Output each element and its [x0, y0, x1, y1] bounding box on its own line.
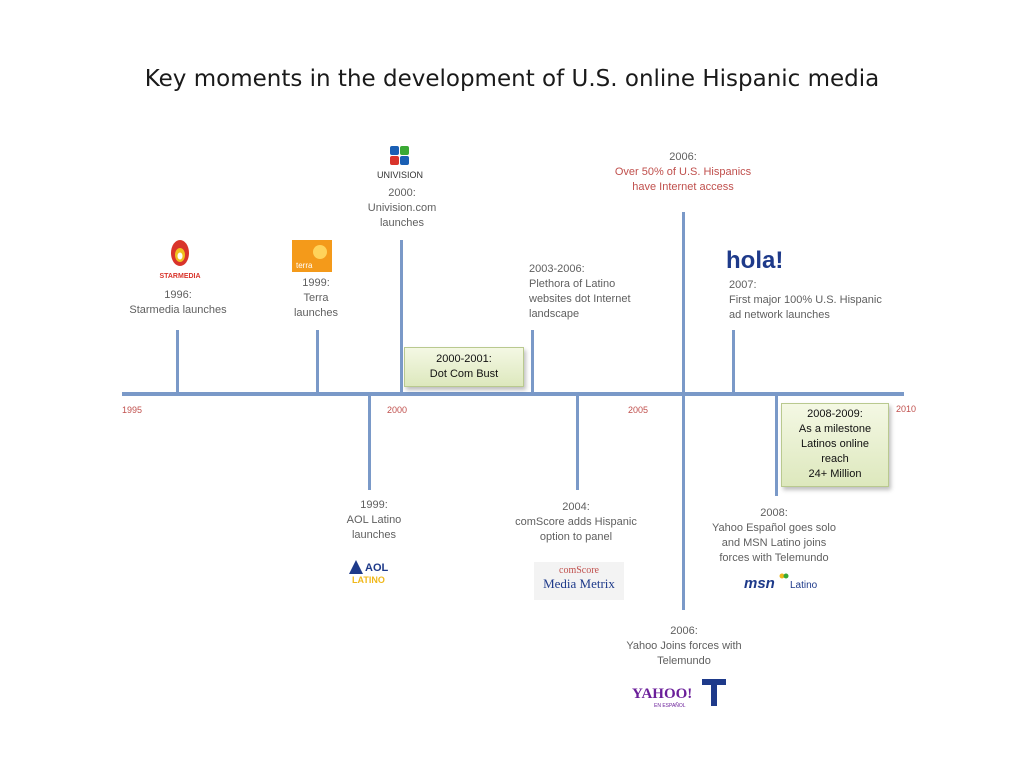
- svg-text:Latino: Latino: [790, 580, 818, 591]
- tick-2006-long: [682, 212, 685, 610]
- msn-line3: forces with Telemundo: [719, 552, 829, 564]
- msn-line2: and MSN Latino joins: [721, 537, 827, 549]
- milestone-line5: 24+ Million: [808, 468, 862, 480]
- comscore-logo-top: comScore: [559, 565, 599, 576]
- aol-line2: launches: [351, 529, 397, 541]
- internet-access-line2: Over 50% of U.S. Hispanics: [614, 166, 752, 178]
- terra-line2: launches: [293, 307, 339, 319]
- terra-line1: Terra: [303, 292, 329, 304]
- internet-access-line3: have Internet access: [632, 181, 734, 193]
- year-label-2005: 2005: [628, 405, 649, 415]
- univision-year: 2000:: [388, 187, 416, 199]
- starmedia-logo: STARMEDIA: [150, 236, 210, 282]
- tick-comscore: [576, 396, 579, 490]
- plethora-line4: landscape: [529, 308, 580, 320]
- comscore-label: 2004: comScore adds Hispanic option to p…: [506, 500, 646, 545]
- internet-access-label: 2006: Over 50% of U.S. Hispanics have In…: [600, 150, 766, 195]
- yahoo-icon: YAHOO! EN ESPAÑOL: [632, 686, 692, 709]
- univision-line2: launches: [379, 217, 425, 229]
- terra-icon: terra: [296, 245, 327, 270]
- year-label-1995: 1995: [122, 405, 143, 415]
- yahoo-line2: Telemundo: [657, 655, 711, 667]
- comscore-logo-bottom: Media Metrix: [543, 576, 615, 591]
- univision-label: 2000: Univision.com launches: [352, 186, 452, 231]
- comscore-year: 2004:: [562, 501, 590, 513]
- univision-logo: UNIVISION: [376, 144, 428, 182]
- yahoo-line1: Yahoo Joins forces with: [626, 640, 742, 652]
- starmedia-text: Starmedia launches: [129, 304, 227, 316]
- svg-text:UNIVISION: UNIVISION: [377, 170, 423, 180]
- dotcom-bust-text: Dot Com Bust: [429, 368, 499, 380]
- terra-year: 1999:: [302, 277, 330, 289]
- starmedia-label: 1996: Starmedia launches: [118, 288, 238, 318]
- msn-line1: Yahoo Español goes solo: [712, 522, 836, 534]
- comscore-line2: option to panel: [539, 531, 613, 543]
- starmedia-icon: STARMEDIA: [159, 240, 201, 280]
- aol-line1: AOL Latino: [346, 514, 402, 526]
- milestone-line3: Latinos online: [801, 438, 869, 450]
- plethora-line1: 2003-2006:: [529, 263, 585, 275]
- plethora-line3: websites dot Internet: [529, 293, 631, 305]
- svg-text:EN ESPAÑOL: EN ESPAÑOL: [654, 702, 686, 709]
- milestone-line4: reach: [821, 453, 849, 465]
- timeline-axis: [122, 392, 904, 396]
- milestone-years: 2008-2009:: [807, 408, 863, 420]
- milestone-line2: As a milestone: [798, 423, 872, 435]
- svg-text:AOL: AOL: [365, 562, 389, 574]
- msn-latino-logo: msn Latino: [742, 570, 826, 594]
- tick-starmedia: [176, 330, 179, 392]
- univision-line1: Univision.com: [367, 202, 437, 214]
- year-label-2000: 2000: [387, 405, 408, 415]
- terra-label: 1999: Terra launches: [276, 276, 356, 321]
- tick-aol: [368, 396, 371, 490]
- tick-msn: [775, 396, 778, 496]
- aol-latino-logo: AOL LATINO: [346, 556, 402, 586]
- aol-triangle-icon: AOL LATINO: [349, 560, 389, 585]
- hola-line3: ad network launches: [729, 309, 830, 321]
- dotcom-bust-box: 2000-2001: Dot Com Bust: [404, 347, 524, 387]
- hola-line2: First major 100% U.S. Hispanic: [729, 294, 882, 306]
- hola-icon: hola!: [726, 247, 783, 274]
- svg-text:STARMEDIA: STARMEDIA: [159, 273, 200, 280]
- aol-label: 1999: AOL Latino launches: [326, 498, 422, 543]
- hola-logo: hola!: [726, 240, 786, 276]
- terra-logo: terra: [292, 240, 332, 272]
- hola-label: 2007: First major 100% U.S. Hispanic ad …: [729, 278, 909, 323]
- svg-text:msn: msn: [744, 575, 775, 592]
- tick-terra: [316, 330, 319, 392]
- plethora-line2: Plethora of Latino: [529, 278, 616, 290]
- yahoo-logo: YAHOO! EN ESPAÑOL: [632, 678, 696, 710]
- yahoo-label: 2006: Yahoo Joins forces with Telemundo: [616, 624, 752, 669]
- comscore-line1: comScore adds Hispanic: [515, 516, 637, 528]
- tick-univision: [400, 240, 403, 392]
- year-label-2010: 2010: [896, 404, 917, 414]
- yahoo-year: 2006:: [670, 625, 698, 637]
- plethora-label: 2003-2006: Plethora of Latino websites d…: [529, 262, 659, 322]
- svg-text:YAHOO!: YAHOO!: [632, 686, 692, 702]
- dotcom-bust-years: 2000-2001:: [436, 353, 492, 365]
- svg-text:hola!: hola!: [726, 247, 783, 274]
- univision-icon: UNIVISION: [377, 146, 423, 180]
- comscore-logo: comScore Media Metrix: [534, 562, 624, 600]
- hola-year: 2007:: [729, 279, 757, 291]
- svg-text:terra: terra: [296, 261, 313, 270]
- tick-plethora: [531, 330, 534, 392]
- svg-text:LATINO: LATINO: [352, 575, 385, 585]
- tick-hola: [732, 330, 735, 392]
- page-title: Key moments in the development of U.S. o…: [144, 66, 880, 92]
- milestone-box: 2008-2009: As a milestone Latinos online…: [781, 403, 889, 487]
- msn-butterfly-icon: msn Latino: [744, 573, 818, 592]
- internet-access-year: 2006:: [669, 151, 697, 163]
- telemundo-logo: [700, 676, 728, 710]
- msn-label: 2008: Yahoo Español goes solo and MSN La…: [706, 506, 842, 566]
- msn-year: 2008:: [760, 507, 788, 519]
- starmedia-year: 1996:: [164, 289, 192, 301]
- telemundo-t-icon: [702, 679, 726, 706]
- aol-year: 1999:: [360, 499, 388, 511]
